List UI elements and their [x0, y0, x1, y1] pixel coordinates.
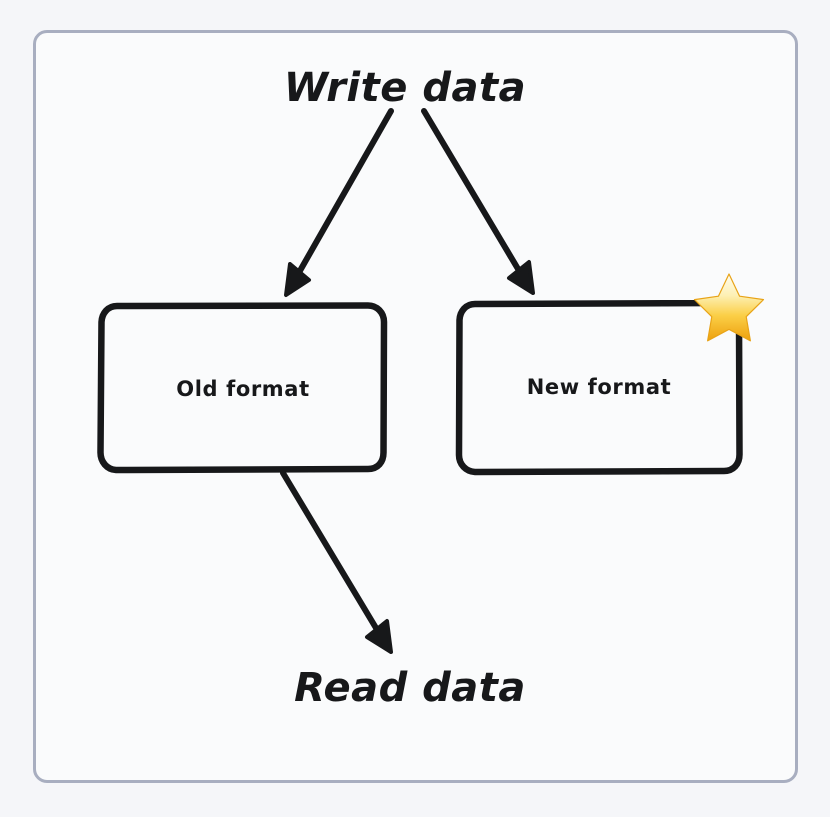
old-format-box[interactable] [97, 302, 388, 474]
read-data-label: Read data [294, 665, 526, 711]
new-format-label: New format [526, 375, 672, 399]
old-format-label: Old format [176, 377, 310, 401]
write-data-label: Write data [283, 65, 527, 111]
diagram-canvas-frame [33, 30, 798, 783]
